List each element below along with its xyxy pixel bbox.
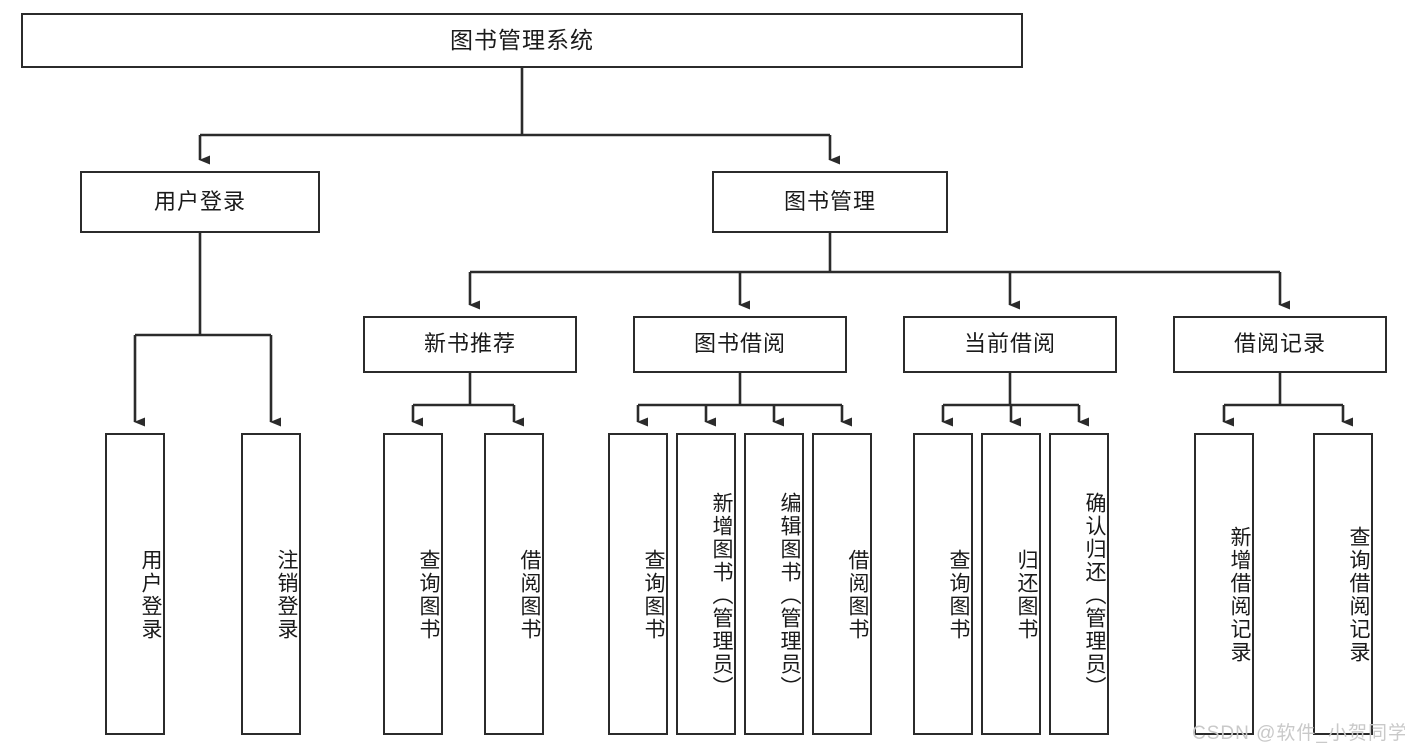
node-borrow-record[interactable]: 借阅记录 — [1173, 316, 1387, 373]
csdn-watermark: CSDN @软件_小贺同学 — [1192, 723, 1405, 744]
leaf-user-login-logout[interactable]: 注销登录 — [241, 433, 301, 735]
leaf-borrow-borrow-book[interactable]: 借阅图书 — [812, 433, 872, 735]
leaf-borrow-edit-book-admin[interactable]: 编辑图书（管理员） — [744, 433, 804, 735]
node-book-borrow[interactable]: 图书借阅 — [633, 316, 847, 373]
node-current-borrow[interactable]: 当前借阅 — [903, 316, 1117, 373]
leaf-record-add-borrow-record[interactable]: 新增借阅记录 — [1194, 433, 1254, 735]
leaf-current-query-book[interactable]: 查询图书 — [913, 433, 973, 735]
leaf-current-confirm-return-admin[interactable]: 确认归还（管理员） — [1049, 433, 1109, 735]
node-book-management[interactable]: 图书管理 — [712, 171, 948, 233]
leaf-current-return-book[interactable]: 归还图书 — [981, 433, 1041, 735]
leaf-new-book-query[interactable]: 查询图书 — [383, 433, 443, 735]
leaf-borrow-add-book-admin[interactable]: 新增图书（管理员） — [676, 433, 736, 735]
node-root-book-management-system[interactable]: 图书管理系统 — [21, 13, 1023, 68]
leaf-user-login-signin[interactable]: 用户登录 — [105, 433, 165, 735]
leaf-borrow-query-book[interactable]: 查询图书 — [608, 433, 668, 735]
node-new-book-recommend[interactable]: 新书推荐 — [363, 316, 577, 373]
leaf-new-book-borrow[interactable]: 借阅图书 — [484, 433, 544, 735]
node-user-login[interactable]: 用户登录 — [80, 171, 320, 233]
leaf-record-query-borrow-record[interactable]: 查询借阅记录 — [1313, 433, 1373, 735]
